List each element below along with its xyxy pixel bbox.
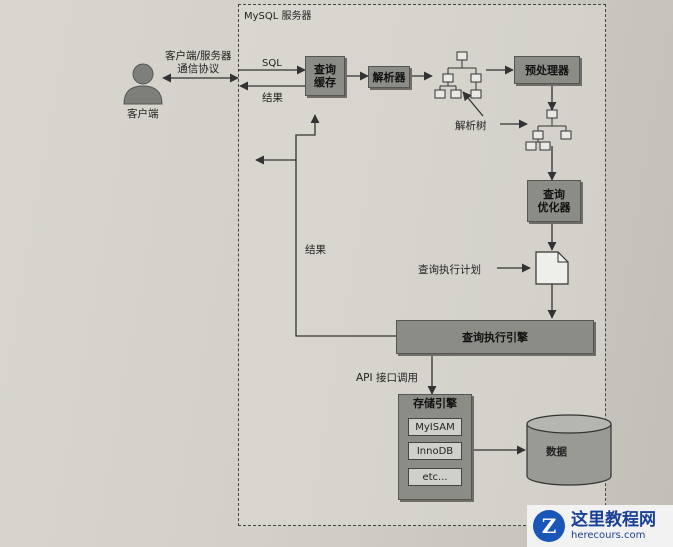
exec-engine-box: 查询执行引擎 bbox=[396, 320, 594, 354]
engine-myisam: MyISAM bbox=[408, 418, 462, 436]
parser-box: 解析器 bbox=[368, 66, 410, 88]
parse-tree-icon-2 bbox=[525, 109, 572, 151]
preprocessor-box: 预处理器 bbox=[514, 56, 580, 84]
optimizer-box: 查询 优化器 bbox=[527, 180, 581, 222]
client-label: 客户端 bbox=[127, 108, 159, 120]
watermark-url: herecours.com bbox=[571, 529, 646, 541]
data-label: 数据 bbox=[546, 446, 567, 458]
parse-tree-pointer-1 bbox=[462, 91, 484, 117]
server-title: MySQL 服务器 bbox=[244, 11, 312, 22]
storage-engines-label: 存储引擎 bbox=[413, 397, 457, 410]
exec-plan-label: 查询执行计划 bbox=[418, 264, 481, 276]
parse-tree-label: 解析树 bbox=[455, 120, 487, 132]
engine-etc: etc... bbox=[408, 468, 462, 486]
database-cylinder-icon bbox=[526, 414, 612, 486]
watermark-logo: Z 这里教程网 herecours.com bbox=[527, 505, 673, 547]
result-label-left: 结果 bbox=[305, 244, 326, 256]
protocol-label: 客户端/服务器 通信协议 bbox=[165, 50, 232, 75]
sql-label: SQL bbox=[262, 58, 282, 69]
query-cache-box: 查询 缓存 bbox=[305, 56, 345, 96]
result-label-top: 结果 bbox=[262, 92, 283, 104]
engine-to-cache bbox=[295, 114, 396, 337]
client-person-icon bbox=[123, 63, 163, 105]
parse-tree-icon-1 bbox=[434, 51, 482, 99]
api-call-label: API 接口调用 bbox=[356, 372, 418, 384]
watermark-mark-icon: Z bbox=[533, 510, 565, 542]
engine-innodb: InnoDB bbox=[408, 442, 462, 460]
exec-plan-document-icon bbox=[535, 251, 569, 285]
watermark-title: 这里教程网 bbox=[571, 509, 656, 530]
